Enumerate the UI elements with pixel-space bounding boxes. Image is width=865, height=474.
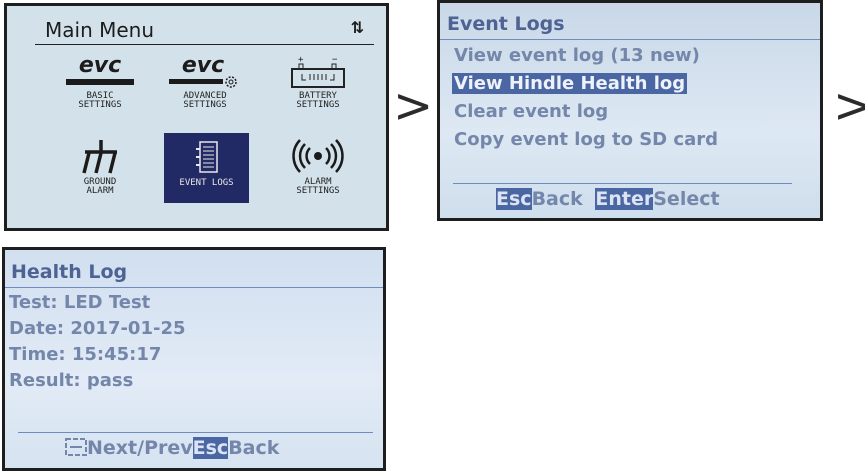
- menu-item-view-event-log[interactable]: View event log (13 new): [454, 45, 700, 66]
- health-log-screen: Health Log Test: LED Test Date: 2017-01-…: [2, 247, 386, 471]
- menu-label: SETTINGS: [183, 100, 227, 110]
- main-menu-title: Main Menu: [45, 18, 155, 42]
- menu-label: ALARM: [304, 177, 332, 187]
- svg-text:+: +: [298, 55, 304, 65]
- menu-label: SETTINGS: [296, 186, 340, 196]
- menu-item-event-logs[interactable]: EVENT LOGS: [164, 133, 249, 203]
- menu-item-ground-alarm[interactable]: GROUND ALARM: [57, 136, 143, 206]
- menu-label: SETTINGS: [78, 100, 122, 110]
- time-row: Time: 15:45:17: [9, 344, 162, 365]
- scroll-keys-icon: [65, 438, 87, 456]
- result-row: Result: pass: [9, 370, 134, 391]
- ground-icon: [82, 140, 117, 174]
- menu-item-battery-settings[interactable]: +− BATTERY SETTINGS: [275, 54, 361, 124]
- menu-label: EVENT LOGS: [179, 178, 234, 188]
- back-label: Back: [228, 437, 280, 459]
- select-label: Select: [653, 188, 720, 210]
- divider: [5, 287, 383, 288]
- divider: [18, 432, 373, 433]
- alarm-icon: [292, 139, 344, 173]
- evc-gear-icon: evc: [169, 54, 237, 88]
- menu-item-basic-settings[interactable]: evc BASIC SETTINGS: [57, 54, 143, 124]
- menu-label: GROUND: [83, 177, 117, 187]
- test-row: Test: LED Test: [9, 292, 151, 313]
- main-menu-screen: Main Menu ⇅ evc BASIC SETTINGS evc ADVAN…: [4, 3, 389, 231]
- evc-logo-icon: evc: [66, 54, 134, 85]
- divider: [453, 183, 792, 184]
- footer: Next/PrevEscBack: [65, 437, 279, 459]
- next-arrow-icon: >: [833, 78, 865, 134]
- menu-label: ALARM: [86, 186, 114, 196]
- health-log-title: Health Log: [11, 261, 128, 283]
- next-arrow-icon: >: [393, 78, 434, 134]
- svg-text:evc: evc: [79, 54, 121, 78]
- next-prev-label: Next/Prev: [87, 437, 193, 459]
- divider: [35, 44, 374, 45]
- menu-label: BATTERY: [299, 91, 337, 101]
- footer: EscBack EnterSelect: [496, 188, 720, 210]
- menu-item-clear-event-log[interactable]: Clear event log: [454, 101, 609, 122]
- menu-label: ADVANCED: [183, 91, 227, 101]
- esc-key[interactable]: Esc: [192, 437, 229, 459]
- menu-item-copy-to-sd[interactable]: Copy event log to SD card: [454, 129, 718, 150]
- menu-item-view-health-log[interactable]: View Hindle Health log: [452, 73, 688, 94]
- enter-key[interactable]: Enter: [595, 188, 654, 210]
- back-label: Back: [531, 188, 583, 210]
- battery-icon: +−: [291, 55, 345, 88]
- menu-label: SETTINGS: [296, 100, 340, 110]
- menu-item-advanced-settings[interactable]: evc ADVANCED SETTINGS: [162, 54, 248, 124]
- date-row: Date: 2017-01-25: [9, 318, 186, 339]
- event-log-icon: [195, 141, 218, 173]
- svg-text:−: −: [332, 55, 338, 65]
- svg-text:evc: evc: [182, 54, 224, 78]
- menu-item-alarm-settings[interactable]: ALARM SETTINGS: [275, 136, 361, 206]
- event-logs-title: Event Logs: [447, 13, 565, 35]
- esc-key[interactable]: Esc: [496, 188, 532, 210]
- menu-label: BASIC: [86, 91, 114, 101]
- sort-arrows-icon: ⇅: [350, 18, 364, 37]
- divider: [440, 39, 820, 40]
- event-logs-screen: Event Logs View event log (13 new) View …: [437, 0, 823, 221]
